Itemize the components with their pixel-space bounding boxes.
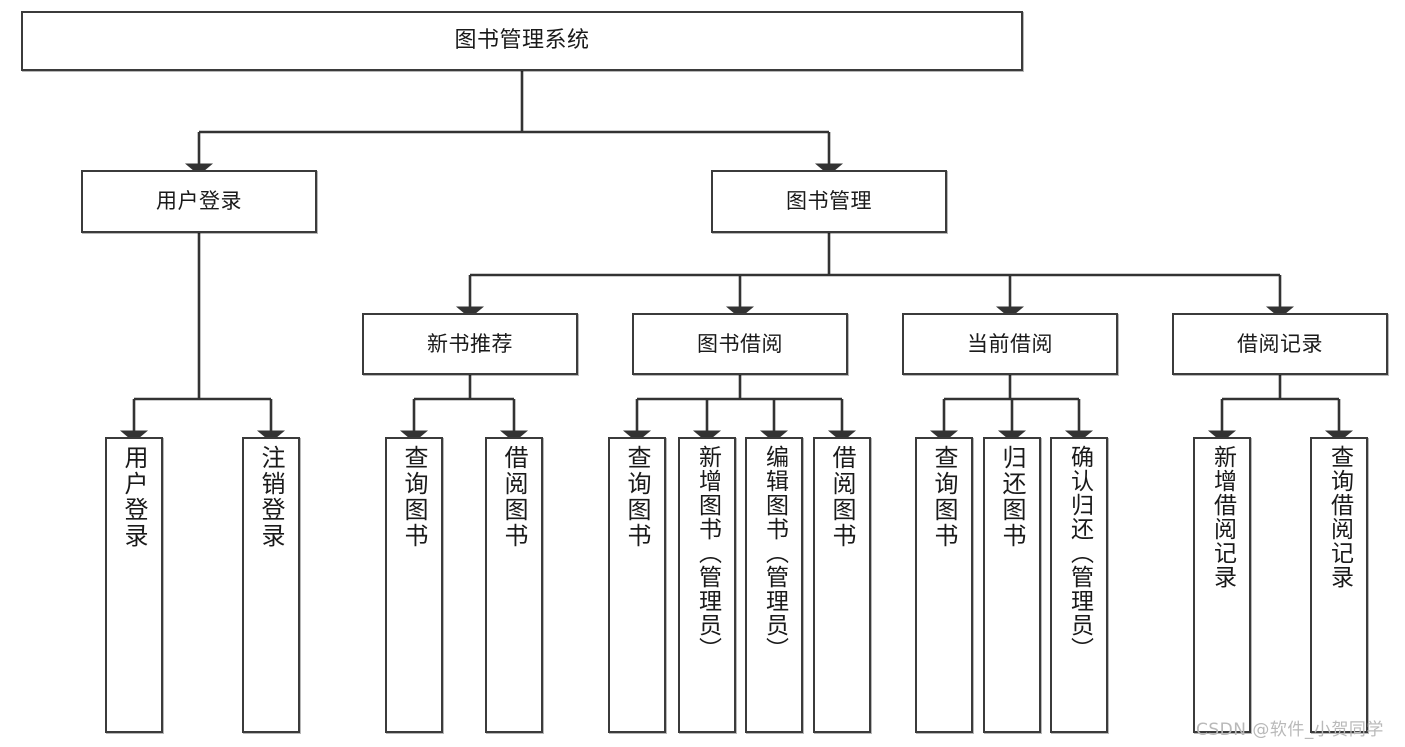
csdn-watermark: CSDN @软件_小贺同学 [1196,720,1384,740]
node-leaf-query-book-1[interactable]: 查询图书 [385,437,443,733]
node-label: 查询图书 [930,445,958,549]
node-label: 图书借阅 [697,331,783,356]
node-label: 新书推荐 [427,331,513,356]
node-leaf-add-borrow-record[interactable]: 新增借阅记录 [1193,437,1251,733]
node-leaf-query-book-3[interactable]: 查询图书 [915,437,973,733]
node-leaf-return-book[interactable]: 归还图书 [983,437,1041,733]
node-label: 借阅记录 [1237,331,1323,356]
node-leaf-borrow-book-1[interactable]: 借阅图书 [485,437,543,733]
node-label: 用户登录 [120,445,148,549]
node-leaf-confirm-return[interactable]: 确认归还（管理员） [1050,437,1108,733]
node-user-login[interactable]: 用户登录 [81,170,317,233]
node-book-management[interactable]: 图书管理 [711,170,947,233]
node-label: 图书管理系统 [454,28,590,54]
node-label: 新增图书（管理员） [694,445,721,661]
node-borrow-records[interactable]: 借阅记录 [1172,313,1388,375]
node-leaf-logout[interactable]: 注销登录 [242,437,300,733]
node-label: 当前借阅 [967,331,1053,356]
node-leaf-edit-book[interactable]: 编辑图书（管理员） [745,437,803,733]
node-leaf-query-book-2[interactable]: 查询图书 [608,437,666,733]
node-label: 归还图书 [998,445,1026,549]
node-leaf-add-book[interactable]: 新增图书（管理员） [678,437,736,733]
node-leaf-user-login[interactable]: 用户登录 [105,437,163,733]
node-root[interactable]: 图书管理系统 [21,11,1023,71]
node-label: 查询图书 [623,445,651,549]
node-current-borrowing[interactable]: 当前借阅 [902,313,1118,375]
node-label: 注销登录 [257,445,285,549]
node-label: 借阅图书 [500,445,528,549]
node-label: 编辑图书（管理员） [761,445,788,661]
node-label: 借阅图书 [828,445,856,549]
node-label: 查询图书 [400,445,428,549]
node-leaf-query-borrow-record[interactable]: 查询借阅记录 [1310,437,1368,733]
node-book-borrowing[interactable]: 图书借阅 [632,313,848,375]
node-label: 新增借阅记录 [1209,445,1236,589]
node-label: 用户登录 [156,189,242,214]
node-label: 图书管理 [786,189,872,214]
node-new-book-recommendation[interactable]: 新书推荐 [362,313,578,375]
node-label: 确认归还（管理员） [1066,445,1093,661]
node-label: 查询借阅记录 [1326,445,1353,589]
node-leaf-borrow-book-2[interactable]: 借阅图书 [813,437,871,733]
